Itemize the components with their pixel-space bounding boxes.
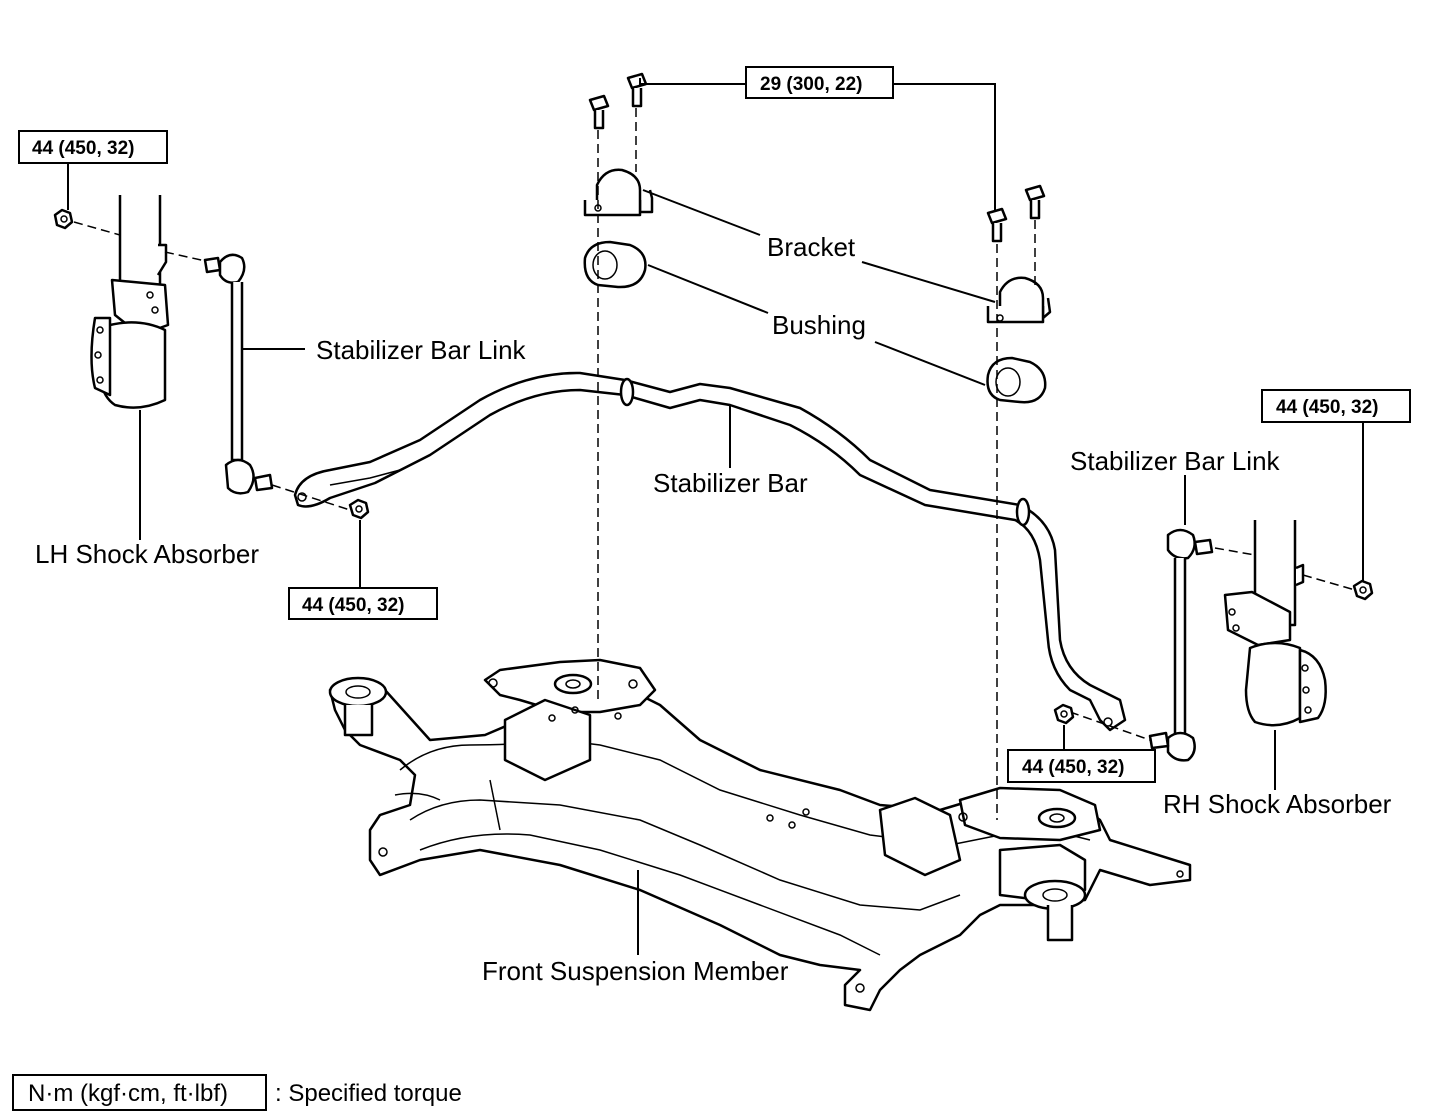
lh-shock-absorber — [90, 195, 170, 409]
stabilizer-bar — [293, 371, 1127, 732]
bracket-label: Bracket — [767, 232, 856, 262]
torque-value: 44 (450, 32) — [302, 595, 404, 616]
right-bushing — [986, 356, 1047, 404]
lh-lower-nut-icon — [348, 498, 370, 520]
lh-stabilizer-bar-link — [203, 253, 274, 495]
torque-box-bracket-bolts: 29 (300, 22) — [745, 66, 894, 99]
torque-box-rh-upper: 44 (450, 32) — [1261, 389, 1411, 423]
stabilizer-bar-link-left-label: Stabilizer Bar Link — [316, 335, 527, 365]
stabilizer-bar-label: Stabilizer Bar — [653, 468, 808, 498]
torque-value: 44 (450, 32) — [32, 138, 134, 159]
rh-stabilizer-bar-link — [1148, 528, 1214, 762]
torque-box-rh-lower: 44 (450, 32) — [1007, 749, 1156, 783]
torque-value: 44 (450, 32) — [1022, 757, 1124, 778]
bracket-bolt-icon — [588, 72, 1046, 243]
torque-box-lh-upper: 44 (450, 32) — [18, 130, 168, 164]
stabilizer-bar-link-right-label: Stabilizer Bar Link — [1070, 446, 1281, 476]
torque-value: 29 (300, 22) — [760, 74, 862, 95]
rh-upper-nut-icon — [1352, 579, 1374, 601]
lh-shock-absorber-label: LH Shock Absorber — [35, 539, 259, 569]
left-bushing — [583, 240, 647, 289]
rh-shock-absorber — [1223, 520, 1327, 727]
legend-description: : Specified torque — [275, 1080, 462, 1107]
torque-box-lh-lower: 44 (450, 32) — [288, 587, 438, 620]
legend: N·m (kgf·cm, ft·lbf) : Specified torque — [12, 1074, 462, 1111]
front-suspension-member-label: Front Suspension Member — [482, 956, 789, 986]
front-suspension-member — [328, 658, 1192, 1012]
rh-shock-absorber-label: RH Shock Absorber — [1163, 789, 1392, 819]
legend-unit-box: N·m (kgf·cm, ft·lbf) — [28, 1080, 228, 1107]
rh-lower-nut-icon — [1053, 703, 1075, 725]
left-bracket — [583, 168, 654, 217]
torque-value: 44 (450, 32) — [1276, 397, 1378, 418]
right-bracket — [986, 276, 1052, 324]
lh-upper-nut-icon — [53, 208, 74, 230]
bushing-label: Bushing — [772, 310, 866, 340]
